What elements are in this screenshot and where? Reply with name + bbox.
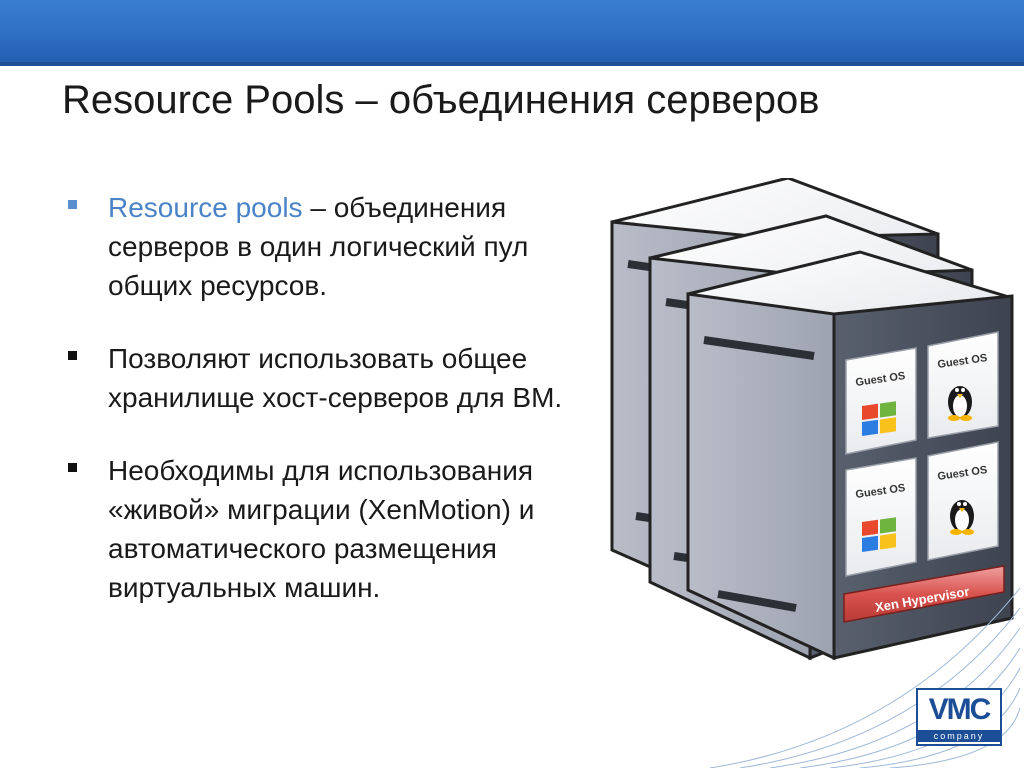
bullet-item: Необходимы для использования «живой» миг… [66, 451, 606, 607]
guest-os-tile: Guest OS [845, 457, 917, 577]
linux-tux-icon [950, 500, 974, 535]
bullet-item: Resource pools – объединения серверов в … [66, 188, 606, 305]
bullet-highlight: Resource pools [108, 192, 303, 223]
server-pool-illustration: Guest OS Guest OS Guest OS [610, 178, 1014, 661]
square-bullet-icon [68, 200, 77, 209]
linux-tux-icon [948, 386, 972, 421]
logo-main-text: VMC [928, 693, 992, 726]
logo-sub-text: company [918, 730, 1000, 742]
square-bullet-icon [68, 463, 77, 472]
bullet-text: Необходимы для использования «живой» миг… [108, 455, 535, 603]
bullet-text: Позволяют использовать общее хранилище х… [108, 343, 563, 413]
company-logo: VMC company [916, 688, 1002, 746]
windows-logo-icon [862, 401, 896, 436]
bullet-text: – объединения серверов в один логический… [108, 192, 529, 301]
server-front: Guest OS Guest OS Guest OS [686, 250, 1014, 661]
square-bullet-icon [68, 351, 77, 360]
bullet-list: Resource pools – объединения серверов в … [66, 188, 606, 607]
guest-os-tile: Guest OS [927, 441, 999, 561]
guest-os-tile: Guest OS [927, 331, 999, 439]
guest-os-tile: Guest OS [845, 347, 917, 455]
header-divider [0, 62, 1024, 66]
header-bar [0, 0, 1024, 62]
windows-logo-icon [862, 517, 896, 552]
bullet-item: Позволяют использовать общее хранилище х… [66, 339, 606, 417]
slide-title: Resource Pools – объединения серверов [62, 78, 820, 122]
